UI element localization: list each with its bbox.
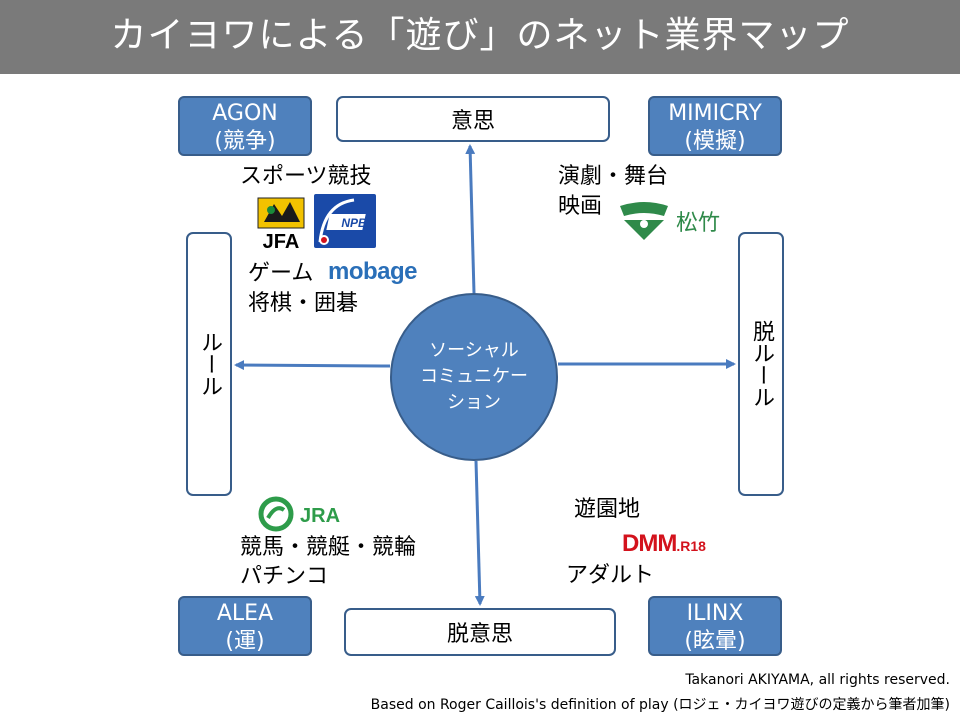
mimicry-label-movie: 映画 bbox=[558, 194, 603, 219]
ilinx-label-amusement: 遊園地 bbox=[574, 497, 641, 522]
jfa-logo: JFA bbox=[256, 196, 308, 253]
corner-agon: AGON (競争) bbox=[178, 96, 312, 156]
corner-agon-sub: (競争) bbox=[214, 129, 276, 154]
center-circle: ソーシャル コミュニケー ション bbox=[390, 293, 558, 461]
mimicry-label-theater: 演劇・舞台 bbox=[558, 164, 669, 189]
corner-mimicry-name: MIMICRY bbox=[668, 101, 762, 126]
dmm-suffix: .R18 bbox=[676, 538, 706, 554]
corner-mimicry: MIMICRY (模擬) bbox=[648, 96, 782, 156]
credit-source: Based on Roger Caillois's definition of … bbox=[370, 697, 950, 713]
alea-label-racing: 競馬・競艇・競輪 bbox=[240, 535, 417, 560]
corner-alea: ALEA (運) bbox=[178, 596, 312, 656]
shochiku-emblem-icon: 松竹 bbox=[620, 202, 720, 240]
jfa-text: JFA bbox=[263, 231, 300, 252]
dmm-logo: DMM.R18 bbox=[622, 530, 706, 558]
arrow-up bbox=[465, 144, 476, 294]
corner-ilinx: ILINX (眩暈) bbox=[648, 596, 782, 656]
axis-left-label: ルール bbox=[197, 331, 222, 397]
corner-mimicry-sub: (模擬) bbox=[684, 129, 746, 154]
center-line-3: ション bbox=[447, 392, 501, 413]
axis-bottom-box: 脱意思 bbox=[344, 608, 616, 656]
center-line-2: コミュニケー bbox=[420, 366, 528, 387]
corner-ilinx-name: ILINX bbox=[686, 601, 744, 626]
jra-text: JRA bbox=[300, 505, 340, 527]
agon-label-sports: スポーツ競技 bbox=[240, 164, 372, 189]
alea-label-pachinko: パチンコ bbox=[240, 564, 329, 589]
jra-logo: JRA bbox=[258, 496, 358, 532]
axis-bottom-label: 脱意思 bbox=[446, 622, 513, 647]
axis-top-label: 意思 bbox=[450, 109, 495, 134]
arrow-down bbox=[474, 460, 485, 606]
arrow-left bbox=[234, 360, 391, 371]
ilinx-label-adult: アダルト bbox=[566, 563, 655, 588]
jfa-emblem-icon: JFA bbox=[257, 197, 305, 253]
corner-agon-name: AGON bbox=[212, 101, 278, 126]
corner-alea-name: ALEA bbox=[216, 601, 274, 626]
corner-alea-sub: (運) bbox=[225, 629, 265, 654]
page-title: カイヨワによる「遊び」のネット業界マップ bbox=[110, 15, 850, 56]
axis-left-box: ルール bbox=[186, 232, 232, 496]
npb-emblem-icon: NPB bbox=[314, 194, 376, 248]
axis-right-box: 脱ルール bbox=[738, 232, 784, 496]
npb-logo: NPB bbox=[314, 194, 376, 248]
axis-top-box: 意思 bbox=[336, 96, 610, 142]
axis-right-label: 脱ルール bbox=[749, 320, 774, 408]
agon-label-shogi: 将棋・囲碁 bbox=[248, 291, 359, 316]
title-bar bbox=[0, 0, 960, 74]
agon-label-game: ゲーム bbox=[248, 261, 314, 286]
jra-emblem-icon: JRA bbox=[258, 496, 340, 532]
corner-ilinx-sub: (眩暈) bbox=[684, 629, 746, 654]
shochiku-text: 松竹 bbox=[676, 211, 720, 236]
dmm-text: DMM bbox=[622, 530, 677, 557]
center-line-1: ソーシャル bbox=[429, 340, 519, 361]
npb-text: NPB bbox=[341, 216, 367, 230]
shochiku-logo: 松竹 bbox=[614, 200, 724, 244]
mobage-logo: mobage bbox=[328, 258, 418, 285]
credit-rights: Takanori AKIYAMA, all rights reserved. bbox=[685, 672, 950, 688]
